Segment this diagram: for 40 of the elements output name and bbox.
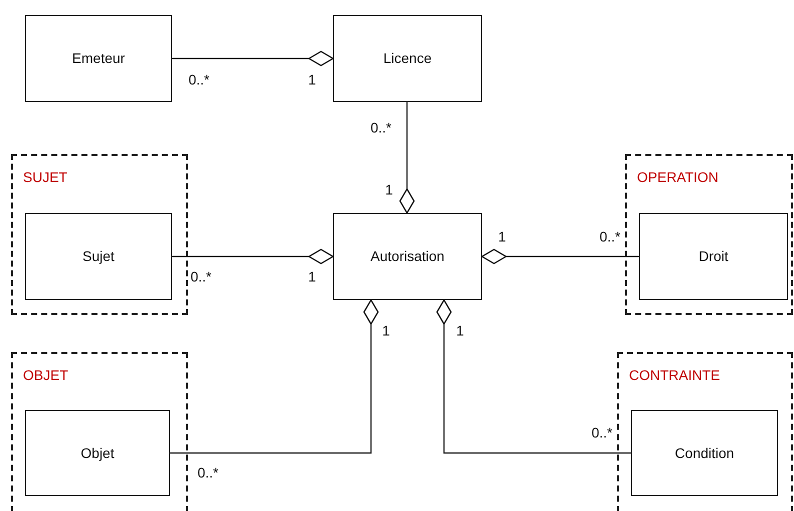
group-title: CONTRAINTE [629, 366, 720, 385]
aggregation-connector [172, 50, 334, 66]
class-name: Objet [80, 444, 114, 463]
multiplicity-label: 0..* [188, 70, 210, 90]
class-name: Emeteur [72, 49, 125, 68]
multiplicity-label: 0..* [198, 464, 218, 482]
multiplicity-label: 0..* [190, 268, 212, 286]
aggregation-connector [170, 299, 379, 454]
class-name: Condition [674, 444, 734, 462]
class-box [25, 213, 172, 300]
class-name: Autorisation [370, 247, 444, 266]
class-box [639, 213, 788, 300]
aggregation-connector [436, 299, 631, 454]
group-frame [625, 154, 793, 315]
multiplicity-label: 1 [456, 322, 464, 340]
class-box [333, 15, 482, 102]
multiplicity-label: 0..* [592, 424, 612, 442]
group-title: OBJET [23, 366, 68, 385]
class-box [631, 410, 778, 496]
aggregation-connector [399, 102, 415, 214]
multiplicity-label: 1 [308, 70, 316, 90]
group-frame [11, 154, 188, 315]
multiplicity-label: 0..* [600, 228, 620, 246]
aggregation-connector [172, 248, 334, 264]
group-frame [11, 352, 188, 511]
group-title: SUJET [23, 168, 68, 187]
multiplicity-label: 1 [382, 322, 390, 340]
class-name: Licence [383, 49, 432, 68]
class-box [25, 15, 172, 102]
aggregation-connector [481, 248, 639, 264]
class-name: Sujet [82, 247, 114, 266]
multiplicity-label: 1 [498, 228, 506, 246]
class-box [25, 410, 170, 496]
multiplicity-label: 0..* [370, 118, 392, 138]
group-frame [617, 352, 793, 511]
class-name: Droit [698, 247, 728, 266]
class-box [333, 213, 482, 300]
multiplicity-label: 1 [308, 268, 316, 286]
group-title: OPERATION [637, 168, 718, 187]
multiplicity-label: 1 [385, 180, 393, 200]
